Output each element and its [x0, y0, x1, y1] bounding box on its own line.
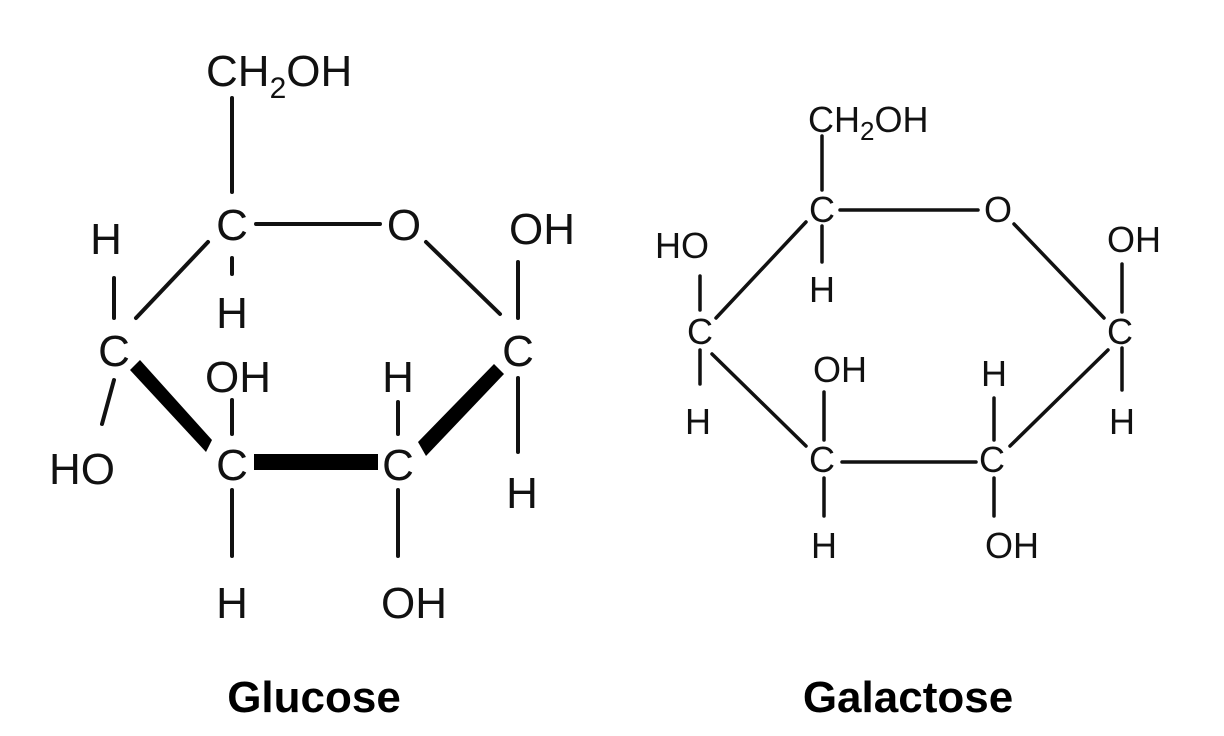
- galactose-caption: Galactose: [803, 673, 1013, 722]
- glucose-h-c5-down-label: H: [216, 289, 248, 338]
- glucose-c1-label: C: [502, 327, 534, 376]
- glucose-bond-c4-oh: [100, 378, 116, 426]
- galactose-h-c1-down-label: H: [1109, 401, 1135, 442]
- glucose-oh-c2-down-label: OH: [381, 579, 447, 628]
- glucose-ho-c4-label: HO: [49, 445, 115, 494]
- galactose-ch2oh-label: CH2OH: [808, 99, 928, 146]
- galactose-h-c5-down-label: H: [809, 269, 835, 310]
- galactose-h-c2-up-label: H: [981, 353, 1007, 394]
- galactose-bond-c4-c3: [710, 352, 808, 448]
- glucose-oh-c1-up-label: OH: [509, 205, 575, 254]
- galactose-bond-c5-c4: [714, 220, 808, 320]
- galactose-bond-o-c1: [1012, 222, 1106, 320]
- galactose-structure: CH2OH C O C C C C H OH H HO H OH H H OH …: [655, 99, 1161, 722]
- glucose-ring-oxygen-label: O: [387, 201, 421, 250]
- galactose-c1-label: C: [1107, 311, 1133, 352]
- galactose-ho-c4-up-label: HO: [655, 225, 709, 266]
- glucose-wedge-c4-c3: [130, 360, 212, 452]
- glucose-h-c2-up-label: H: [382, 353, 414, 402]
- galactose-oh-c2-down-label: OH: [985, 525, 1039, 566]
- glucose-h-c1-down-label: H: [506, 469, 538, 518]
- galactose-c4-label: C: [687, 311, 713, 352]
- galactose-h-c4-down-label: H: [685, 401, 711, 442]
- glucose-structure: CH2OH C O C C C C H H OH H HO OH H H OH …: [49, 47, 575, 722]
- glucose-c4-label: C: [98, 327, 130, 376]
- glucose-bond-c5-c4: [134, 240, 210, 320]
- glucose-caption: Glucose: [227, 673, 401, 722]
- galactose-oh-c3-up-label: OH: [813, 349, 867, 390]
- galactose-c3-label: C: [809, 439, 835, 480]
- glucose-wedge-c2-c1: [418, 364, 504, 456]
- galactose-bond-c2-c1: [1008, 348, 1110, 448]
- glucose-ch2oh-label: CH2OH: [206, 47, 352, 105]
- galactose-ring-oxygen-label: O: [984, 189, 1012, 230]
- glucose-c5-label: C: [216, 201, 248, 250]
- glucose-h-c3-down-label: H: [216, 579, 248, 628]
- glucose-bond-o-c1: [424, 240, 502, 316]
- galactose-h-c3-down-label: H: [811, 525, 837, 566]
- glucose-oh-c3-up-label: OH: [205, 353, 271, 402]
- galactose-c2-label: C: [979, 439, 1005, 480]
- galactose-oh-c1-up-label: OH: [1107, 219, 1161, 260]
- glucose-c3-label: C: [216, 441, 248, 490]
- glucose-c2-label: C: [382, 441, 414, 490]
- galactose-c5-label: C: [809, 189, 835, 230]
- glucose-h-c4-up-label: H: [90, 215, 122, 264]
